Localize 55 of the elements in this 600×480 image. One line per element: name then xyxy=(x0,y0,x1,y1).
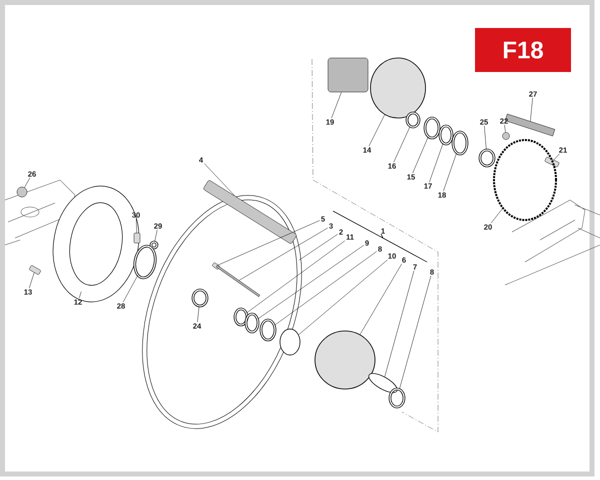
hub-part xyxy=(370,58,426,118)
sprocket-part xyxy=(493,139,557,221)
ring-part xyxy=(388,388,406,408)
ring-part xyxy=(452,130,468,156)
leader-line xyxy=(136,218,137,233)
leader-line xyxy=(490,208,502,224)
ring-part xyxy=(478,148,496,168)
ring-part xyxy=(133,244,157,280)
leader-line xyxy=(246,240,346,314)
leader-line xyxy=(197,306,200,322)
leader-line xyxy=(331,92,342,118)
leader-line xyxy=(218,220,320,266)
bolt-part xyxy=(134,232,140,244)
leader-line xyxy=(399,276,432,390)
bolt-part xyxy=(544,156,560,168)
nut-part xyxy=(16,186,28,198)
leader-line xyxy=(554,154,560,160)
ring-part xyxy=(406,112,420,128)
ring-part xyxy=(424,116,440,140)
leader-line xyxy=(429,143,444,182)
leader-line xyxy=(360,264,402,335)
hub-part xyxy=(314,330,376,390)
wheel-rim xyxy=(142,195,302,429)
bolt-part xyxy=(29,265,41,275)
leader-line xyxy=(122,275,138,302)
leader-line xyxy=(368,114,385,146)
leader-line xyxy=(204,163,235,196)
leader-line xyxy=(24,178,30,188)
leader-line xyxy=(29,272,34,288)
leader-line xyxy=(384,270,414,377)
ring-part xyxy=(234,308,248,326)
damper-block xyxy=(328,58,368,92)
leader-line xyxy=(298,260,388,335)
spacer-part xyxy=(368,373,398,393)
leader-line xyxy=(274,251,377,326)
leader-line xyxy=(484,126,486,150)
leader-line xyxy=(258,245,364,320)
nut-part xyxy=(502,132,510,140)
leader-line xyxy=(238,228,328,281)
ring-part xyxy=(438,124,454,146)
leader-line xyxy=(298,234,338,260)
ring-part xyxy=(244,312,260,334)
leader-line xyxy=(394,126,410,162)
leader-line xyxy=(504,124,506,133)
leader-line xyxy=(412,136,428,174)
spacer-part xyxy=(280,328,300,356)
rim-band xyxy=(204,180,296,244)
leader-line xyxy=(530,98,533,122)
ring-part xyxy=(260,318,276,342)
ring-part xyxy=(192,288,208,308)
leader-line xyxy=(78,291,82,298)
ring-part xyxy=(150,240,158,250)
leader-line xyxy=(154,230,158,242)
leader-line xyxy=(443,152,457,192)
page-badge: F18 xyxy=(475,28,571,72)
